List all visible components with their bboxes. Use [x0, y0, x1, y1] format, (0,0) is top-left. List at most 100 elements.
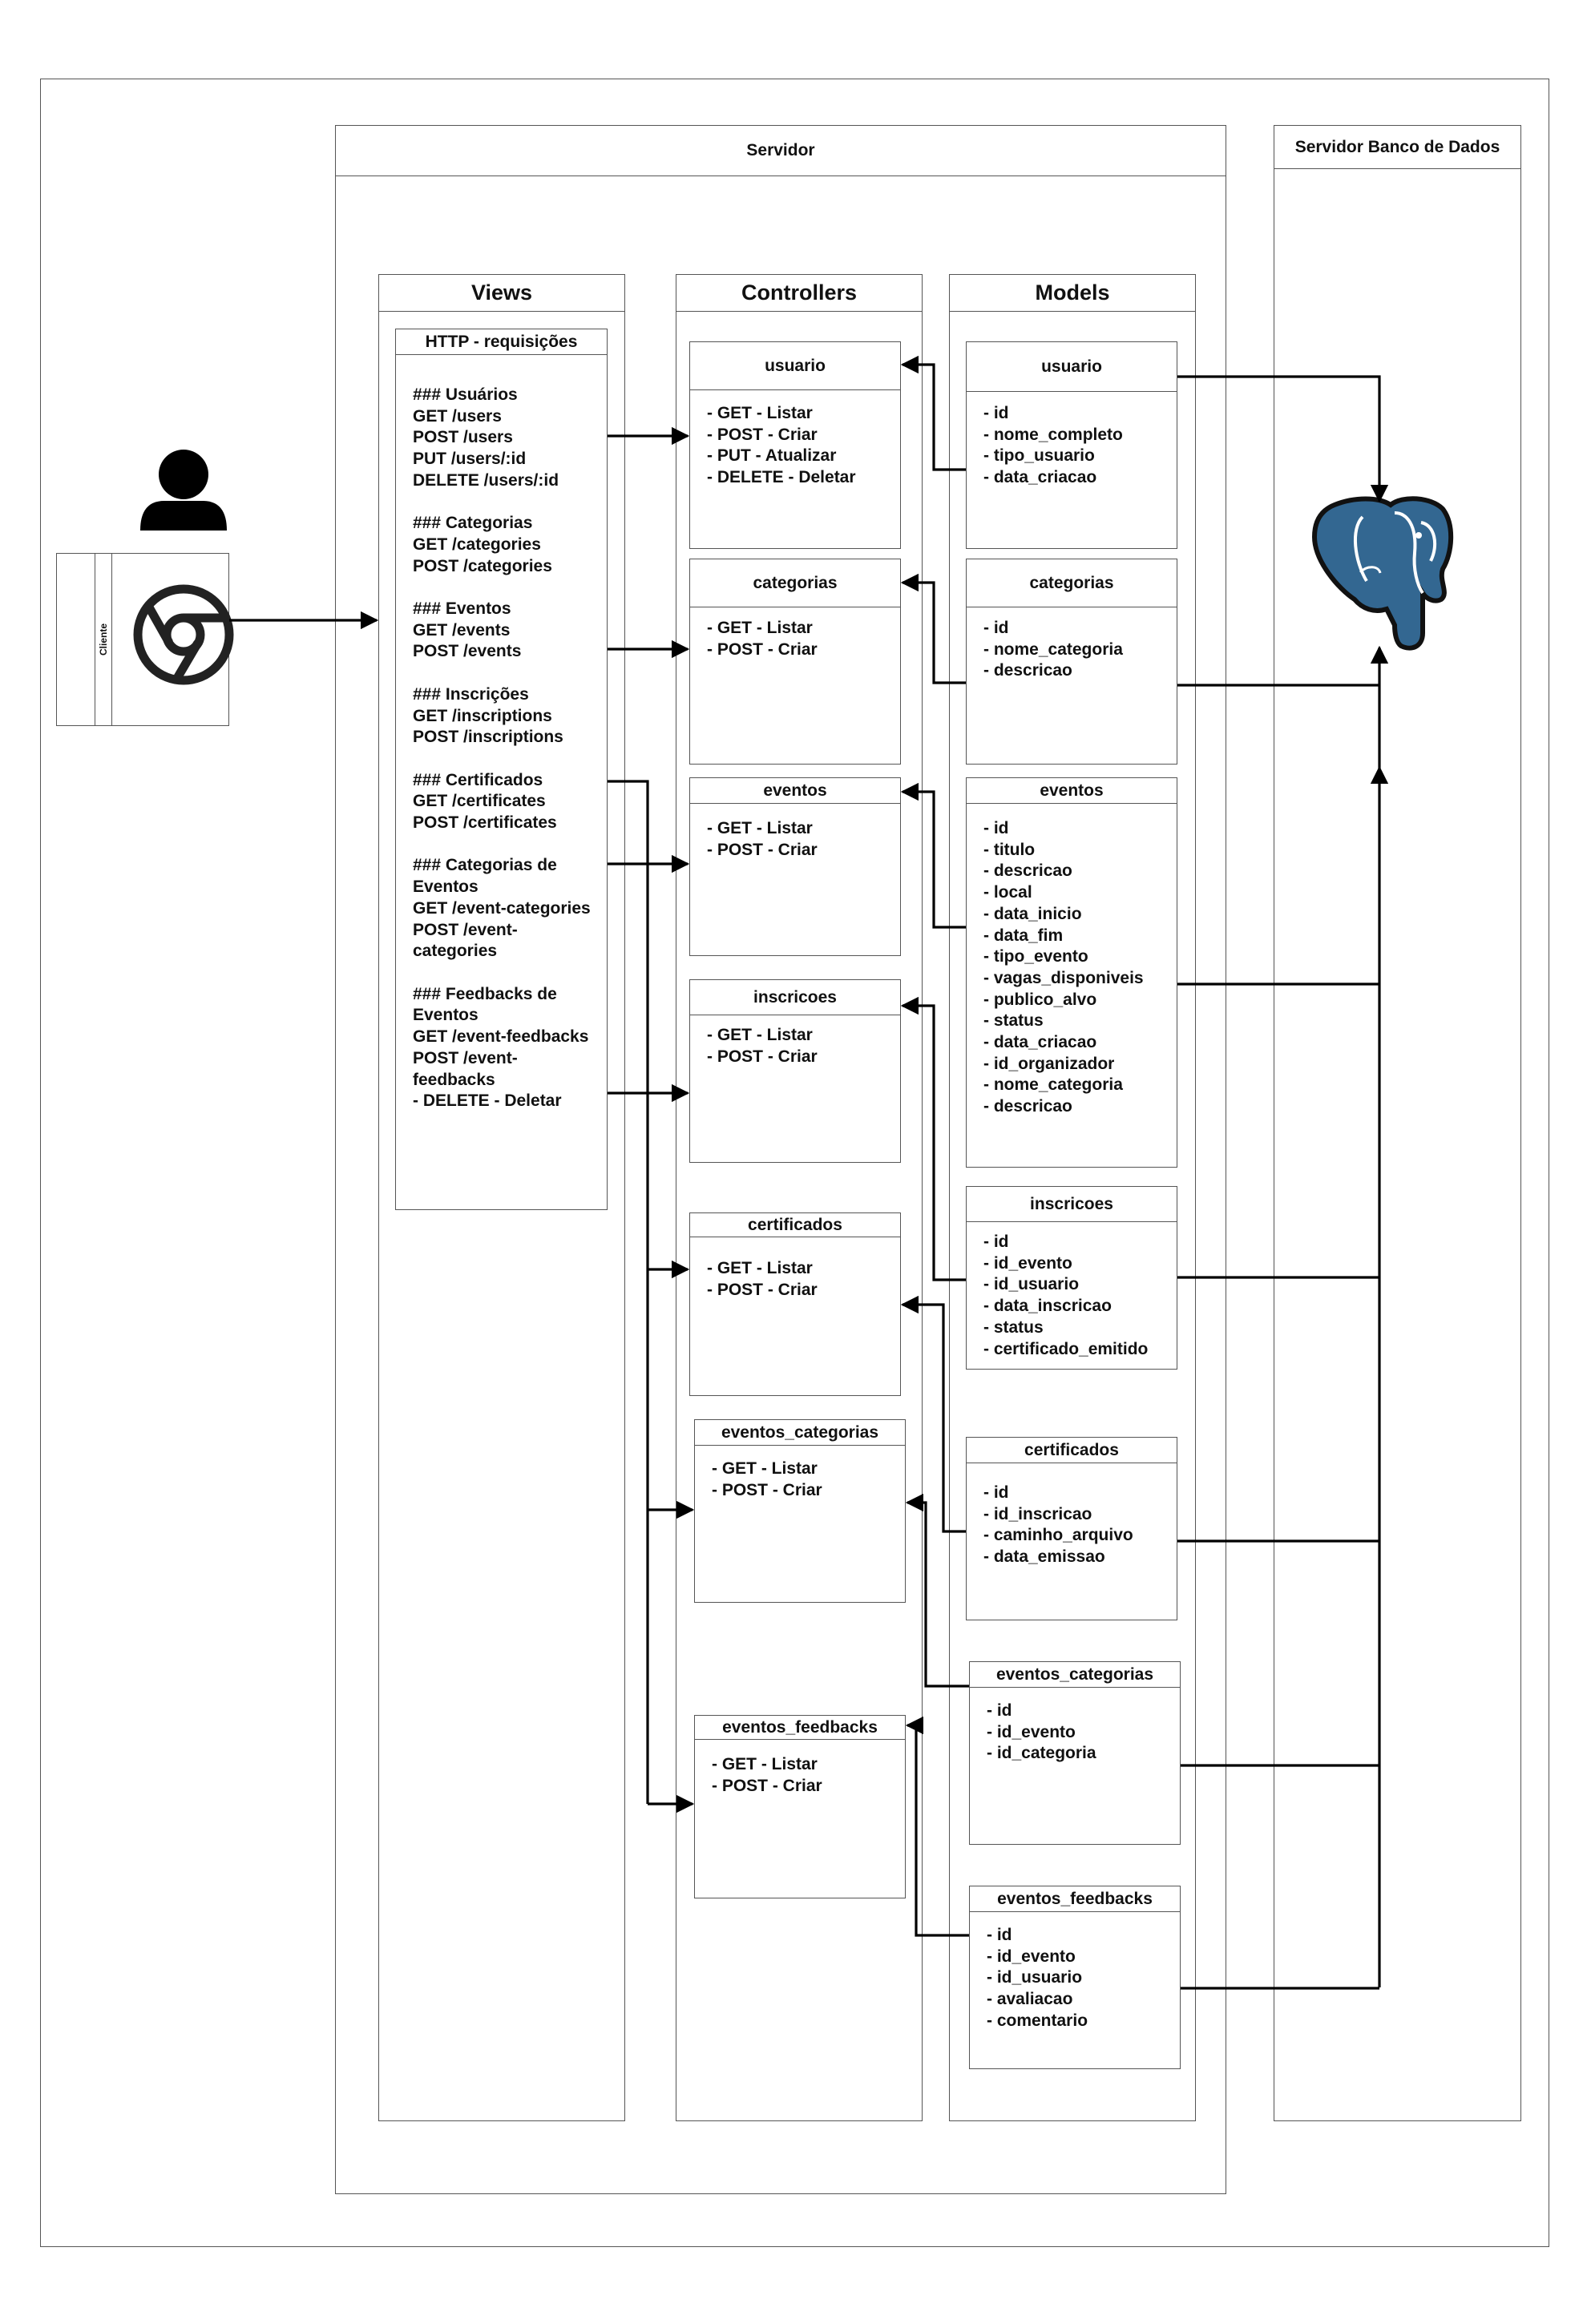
controller-item: - POST - Criar [707, 1280, 818, 1299]
controller-item: - GET - Listar [707, 1259, 813, 1277]
http-route-line: POST /event- [413, 920, 518, 939]
http-route-line: POST /event- [413, 1048, 518, 1067]
model-field: - nome_categoria [983, 640, 1123, 659]
model-field: - id [983, 1233, 1009, 1251]
controller-title: inscricoes [690, 980, 900, 1015]
model-field: - local [983, 883, 1032, 902]
controller-title: eventos_feedbacks [695, 1716, 905, 1740]
controller-items: - GET - Listar- POST - Criar [707, 618, 818, 660]
model-field: - titulo [983, 840, 1036, 859]
chrome-browser-icon [133, 584, 234, 685]
http-route-line: GET /event-feedbacks [413, 1027, 589, 1047]
controller-item: - DELETE - Deletar [707, 468, 856, 487]
client-label-strip [95, 553, 112, 726]
http-route-line: Eventos [413, 878, 479, 897]
controller-items: - GET - Listar - POST - Criar [712, 1754, 822, 1797]
http-route-line: ### Inscrições [413, 684, 529, 704]
http-route-line: POST /inscriptions [413, 728, 563, 747]
model-eventos-categorias: eventos_categorias - id - id_evento - id_c… [969, 1661, 1181, 1845]
model-field: - data_inscricao [983, 1297, 1112, 1316]
model-field: - id_inscricao [983, 1504, 1092, 1523]
model-title: usuario [967, 342, 1177, 392]
model-eventos-feedbacks: eventos_feedbacks - id- id_evento- id_us… [969, 1886, 1181, 2069]
db-server-container: Servidor Banco de Dados [1274, 125, 1521, 2121]
http-route-line: ### Categorias de [413, 856, 557, 875]
http-route-line: POST /events [413, 642, 522, 661]
views-column-title: Views [379, 275, 624, 312]
model-field: - data_inicio [983, 904, 1082, 923]
model-title: categorias [967, 559, 1177, 607]
controller-inscricoes: inscricoes - GET - Listar - POST - Criar [689, 979, 901, 1163]
model-fields: - id- titulo- descricao- local- data_ini… [983, 818, 1144, 1118]
model-field: - descricao [983, 861, 1072, 881]
model-field: - id_organizador [983, 1054, 1115, 1073]
model-certificados: certificados - id- id_inscricao- caminho… [966, 1437, 1177, 1620]
model-field: - descricao [983, 1097, 1072, 1116]
model-fields: - id- id_inscricao- caminho_arquivo- dat… [983, 1483, 1133, 1568]
http-route-line: ### Feedbacks de [413, 984, 557, 1003]
model-fields: - id- nome_completo- tipo_usuario- data_… [983, 403, 1123, 489]
http-route-line: GET /users [413, 406, 502, 426]
http-route-line: categories [413, 942, 498, 961]
model-field: - id_categoria [987, 1744, 1096, 1763]
model-field: - publico_alvo [983, 990, 1097, 1009]
model-fields: - id- nome_categoria- descricao [983, 618, 1123, 682]
model-field: - certificado_emitido [983, 1339, 1149, 1358]
controller-item: - GET - Listar [707, 1026, 813, 1044]
http-route-line: PUT /users/:id [413, 450, 527, 469]
model-field: - id_usuario [987, 1968, 1083, 1987]
model-field: - id_evento [987, 1947, 1076, 1966]
controller-items: - GET - Listar - POST - Criar [707, 1025, 818, 1067]
controller-item: - GET - Listar [712, 1755, 818, 1773]
controller-eventos: eventos - GET - Listar- POST - Criar [689, 777, 901, 956]
models-column-title: Models [950, 275, 1195, 312]
http-route-line: ### Eventos [413, 599, 511, 619]
model-inscricoes: inscricoes - id- id_evento- id_usuario- … [966, 1186, 1177, 1370]
controller-item: - POST - Criar [707, 840, 818, 859]
db-server-title: Servidor Banco de Dados [1274, 126, 1520, 169]
controller-eventos-feedbacks: eventos_feedbacks - GET - Listar - POST -… [694, 1715, 906, 1898]
controller-item: - GET - Listar [707, 404, 813, 422]
model-field: - id [983, 404, 1009, 422]
model-field: - data_fim [983, 926, 1064, 945]
model-title: eventos_categorias [970, 1662, 1180, 1688]
controller-eventos-categorias: eventos_categorias - GET - Listar- POST … [694, 1419, 906, 1603]
model-categorias: categorias - id- nome_categoria- descric… [966, 559, 1177, 765]
controller-item: - POST - Criar [707, 425, 818, 444]
model-title: eventos_feedbacks [970, 1886, 1180, 1912]
http-route-line: GET /inscriptions [413, 706, 552, 725]
model-field: - caminho_arquivo [983, 1526, 1133, 1545]
model-title: eventos [967, 778, 1177, 804]
http-route-line: POST /certificates [413, 813, 557, 833]
http-route-line: GET /categories [413, 535, 541, 554]
user-icon [140, 450, 227, 531]
http-route-line: Eventos [413, 1006, 479, 1025]
model-field: - data_criacao [983, 1033, 1097, 1052]
model-field: - data_criacao [983, 468, 1097, 487]
server-title: Servidor [336, 126, 1226, 176]
controller-item: - POST - Criar [707, 1047, 818, 1066]
model-field: - avaliacao [987, 1990, 1073, 2009]
controller-item: - GET - Listar [707, 819, 813, 837]
controller-certificados: certificados - GET - Listar - POST - Cria… [689, 1212, 901, 1396]
model-field: - vagas_disponiveis [983, 968, 1144, 987]
controller-title: eventos_categorias [695, 1420, 905, 1446]
model-field: - id_evento [987, 1722, 1076, 1741]
model-title: inscricoes [967, 1187, 1177, 1222]
controller-title: certificados [690, 1213, 900, 1237]
model-field: - descricao [983, 661, 1072, 680]
model-usuario: usuario - id- nome_completo- tipo_usuari… [966, 341, 1177, 549]
controller-item: - POST - Criar [712, 1776, 822, 1795]
controller-title: usuario [690, 342, 900, 390]
model-fields: - id - id_evento - id_categoria [987, 1701, 1096, 1765]
http-route-line: ### Categorias [413, 514, 533, 533]
model-field: - id [987, 1701, 1012, 1720]
controller-items: - GET - Listar - POST - Criar [707, 818, 818, 861]
model-fields: - id- id_evento- id_usuario- avaliacao- … [987, 1925, 1088, 2032]
model-eventos: eventos - id- titulo- descricao- local- … [966, 777, 1177, 1168]
http-route-line: GET /events [413, 620, 511, 640]
controller-item: - PUT - Atualizar [707, 446, 837, 466]
controller-item: - POST - Criar [707, 640, 818, 659]
